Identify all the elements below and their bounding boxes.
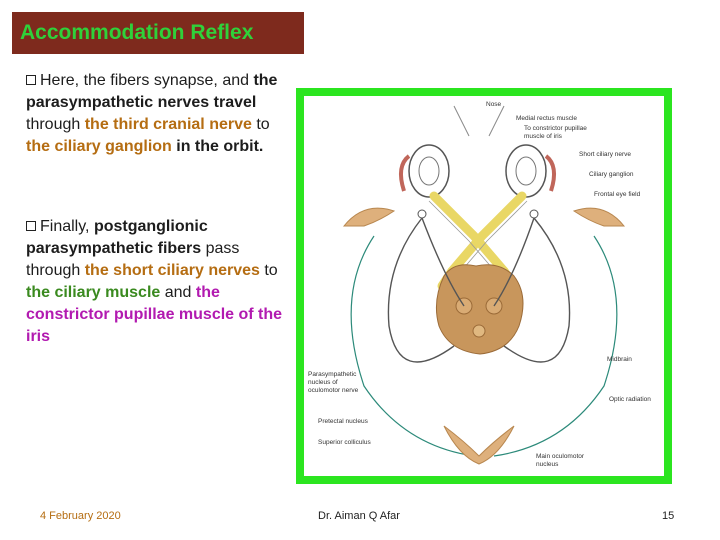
checkbox-bullet-icon (26, 75, 36, 85)
bullet-postganglionic: Finally, postganglionic parasympathetic … (26, 216, 296, 348)
bullet-synapse: Here, the fibers synapse, and the parasy… (26, 70, 296, 158)
page-number: 15 (662, 510, 675, 522)
label-frontal-eye: Frontal eye field (594, 191, 641, 198)
frontal-lobe-right (572, 207, 626, 227)
label-short-ciliary: Short ciliary nerve (579, 151, 631, 158)
slide-title: Accommodation Reflex (12, 12, 304, 54)
bullet2-text-2: postganglionic parasympathetic fibers (26, 218, 208, 257)
right-eye (505, 144, 557, 198)
frontal-lobe-left (342, 207, 396, 227)
label-nose: Nose (486, 101, 502, 108)
bullet2-text-4: the short ciliary nerves (84, 262, 260, 279)
ciliary-ganglion-left (417, 209, 427, 219)
visual-pathway (350, 235, 618, 457)
bullet2-text-5: to (259, 262, 278, 279)
footer-date: 4 February 2020 (40, 510, 121, 522)
bullet2-text-8: the constrictor pupillae muscle of the i… (26, 284, 283, 345)
label-pretectal: Pretectal nucleus (318, 418, 369, 425)
left-eye (398, 144, 450, 198)
nose-outline (453, 105, 505, 137)
bullet2-text-7: and (160, 284, 196, 301)
label-constrictor-2: muscle of iris (524, 133, 563, 140)
bullet1-text-6: the ciliary ganglion (26, 138, 172, 155)
bullet1-text-3: through (26, 116, 85, 133)
label-main-oculomotor-2: nucleus (536, 461, 559, 468)
oculomotor-pathway (387, 217, 571, 363)
label-ciliary-ganglion: Ciliary ganglion (589, 171, 634, 178)
label-midbrain: Midbrain (607, 356, 632, 363)
accommodation-pathway-diagram: Nose Medial rectus muscle To constrictor… (308, 101, 651, 468)
bullet1-text-4: the third cranial nerve (84, 116, 252, 133)
label-parasympathetic-2: nucleus of (308, 379, 338, 386)
footer-author: Dr. Aiman Q Afar (318, 510, 400, 522)
bullet1-text-5: to (251, 116, 270, 133)
label-parasympathetic-1: Parasympathetic (308, 371, 357, 378)
label-constrictor: To constrictor pupillae (524, 125, 587, 132)
label-main-oculomotor-1: Main oculomotor (536, 453, 585, 460)
label-superior-colliculus: Superior colliculus (318, 439, 371, 446)
bullet2-text-1: Finally, (40, 218, 94, 235)
bullet1-text-7: in the orbit. (171, 138, 264, 155)
checkbox-bullet-icon (26, 221, 36, 231)
bullet1-text-1: Here, the fibers synapse, and (40, 72, 254, 89)
label-medial-rectus: Medial rectus muscle (516, 115, 577, 122)
label-parasympathetic-3: oculomotor nerve (308, 387, 359, 394)
label-optic-radiation: Optic radiation (609, 396, 651, 403)
occipital-lobes (443, 425, 515, 465)
ciliary-ganglion-right (529, 209, 539, 219)
bullet2-text-6: the ciliary muscle (26, 284, 161, 301)
bullet2-text-3: pass through (26, 240, 240, 279)
anatomy-figure: Nose Medial rectus muscle To constrictor… (296, 88, 672, 484)
bullet1-text-2: the parasympathetic nerves travel (26, 72, 278, 111)
